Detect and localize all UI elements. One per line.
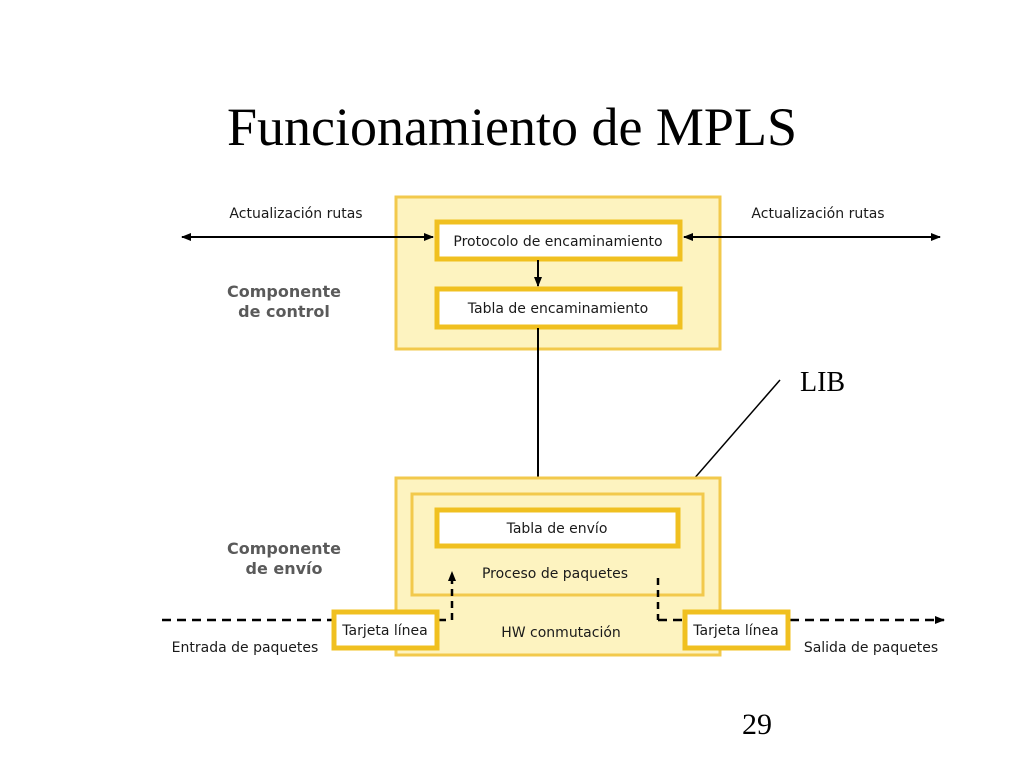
line-card-right-label: Tarjeta línea: [692, 623, 778, 639]
line-card-left-label: Tarjeta línea: [341, 623, 427, 639]
routing-table-box: [434, 286, 683, 330]
page-number: 29: [742, 708, 772, 741]
line-card-right-box: [682, 609, 791, 651]
slide-title: Funcionamiento de MPLS: [227, 97, 797, 157]
packet-processing-label: Proceso de paquetes: [482, 566, 628, 582]
routing-table-label: Tabla de encaminamiento: [467, 301, 648, 317]
control-component-label-line1: Componente: [227, 282, 341, 301]
lib-label: LIB: [800, 367, 845, 398]
switching-hw-label: HW conmutación: [501, 625, 621, 641]
routing-protocol-box: [434, 219, 683, 262]
routing-update-right-label: Actualización rutas: [751, 206, 884, 222]
line-card-left-box: [331, 609, 440, 651]
forwarding-component-label-line1: Componente: [227, 539, 341, 558]
routing-update-left-label: Actualización rutas: [229, 206, 362, 222]
packet-input-label: Entrada de paquetes: [172, 640, 319, 656]
packet-output-label: Salida de paquetes: [804, 640, 938, 656]
forwarding-component-label-line2: de envío: [245, 559, 322, 578]
forwarding-table-box: [434, 507, 681, 549]
routing-protocol-label: Protocolo de encaminamiento: [453, 234, 662, 250]
forwarding-table-label: Tabla de envío: [506, 521, 608, 537]
control-component-label-line2: de control: [238, 302, 330, 321]
